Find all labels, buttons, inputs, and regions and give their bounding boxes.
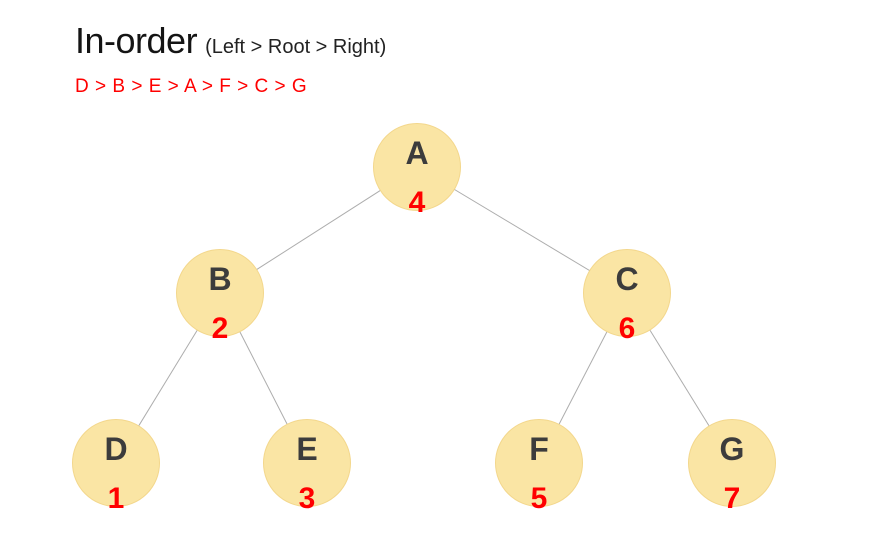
tree-node-d: D 1 — [72, 419, 160, 515]
node-label: A — [405, 135, 429, 171]
tree-node-b: B 2 — [176, 249, 264, 345]
node-label: E — [296, 431, 318, 467]
traversal-sequence: D > B > E > A > F > C > G — [75, 76, 308, 97]
tree-node-c: C 6 — [583, 249, 671, 345]
tree-node-f: F 5 — [495, 419, 583, 515]
node-label: D — [104, 431, 128, 467]
tree-node-a: A 4 — [373, 123, 461, 219]
header: In-order (Left > Root > Right) D > B > E … — [75, 20, 386, 98]
node-visit-order: 4 — [408, 186, 426, 219]
node-visit-order: 7 — [723, 482, 741, 515]
tree-node-g: G 7 — [688, 419, 776, 515]
node-visit-order: 3 — [298, 482, 316, 515]
node-label: C — [615, 261, 639, 297]
page-title: In-order — [75, 20, 198, 61]
node-visit-order: 1 — [107, 482, 125, 515]
node-visit-order: 2 — [211, 312, 229, 345]
page-subtitle: (Left > Root > Right) — [205, 36, 387, 58]
node-visit-order: 5 — [530, 482, 548, 515]
tree-node-e: E 3 — [263, 419, 351, 515]
node-label: F — [529, 431, 549, 467]
node-label: G — [719, 431, 745, 467]
node-label: B — [208, 261, 232, 297]
node-visit-order: 6 — [618, 312, 636, 345]
title-line: In-order (Left > Root > Right) — [75, 20, 386, 62]
